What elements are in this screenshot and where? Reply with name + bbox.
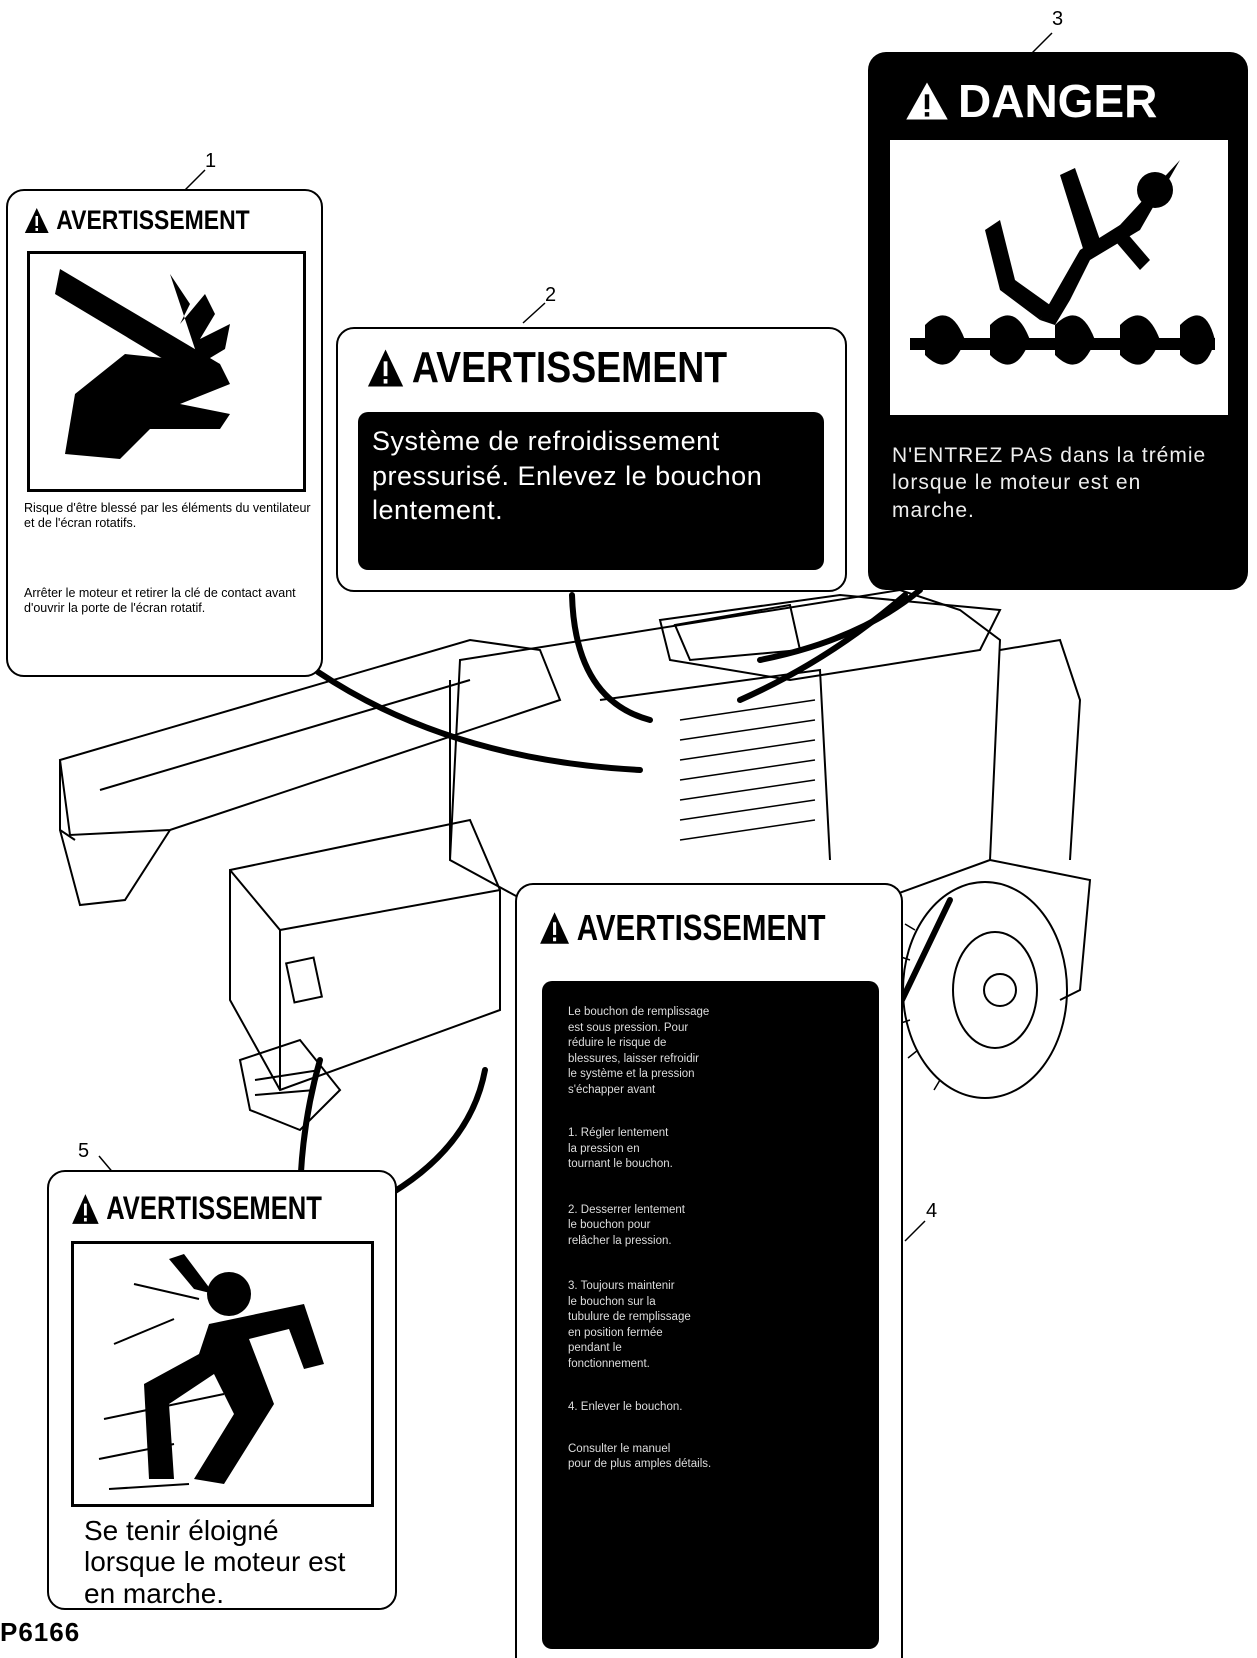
label-4-step-2: 2. Desserrer lentement le bouchon pour r… [568,1203,853,1250]
warning-label-5: AVERTISSEMENT Se tenir éloigné lorsque l… [47,1170,397,1610]
label-5-message: Se tenir éloigné lorsque le moteur est e… [84,1515,374,1609]
warning-label-4: AVERTISSEMENT Le bouchon de remplissage … [515,883,903,1658]
auger-entanglement-pictogram [890,140,1228,415]
callout-3: 3 [1052,8,1063,31]
label-3-header: DANGER [904,74,1157,128]
warning-triangle-icon [71,1193,100,1225]
label-2-header: AVERTISSEMENT [366,343,727,393]
label-4-step-1: 1. Régler lentement la pression en tourn… [568,1126,853,1173]
callout-2: 2 [545,284,556,307]
warning-triangle-icon [904,81,950,121]
label-1-header: AVERTISSEMENT [24,205,250,236]
callout-5: 5 [78,1140,89,1163]
label-2-message: Système de refroidissement pressurisé. E… [358,412,824,570]
warning-triangle-icon [366,348,405,388]
callout-1: 1 [205,150,216,173]
label-4-step-4: 4. Enlever le bouchon. [568,1400,853,1416]
flying-debris-pictogram [71,1241,374,1507]
label-5-header: AVERTISSEMENT [71,1190,322,1227]
warning-triangle-icon [539,911,570,945]
figure-id: P6166 [0,1617,80,1648]
danger-label-3: DANGER N'ENTREZ PAS dans la trémie lorsq… [868,52,1248,590]
warning-triangle-icon [24,207,50,234]
label-3-message: N'ENTREZ PAS dans la trémie lorsque le m… [892,442,1228,524]
label-4-header: AVERTISSEMENT [539,907,825,949]
label-4-step-3: 3. Toujours maintenir le bouchon sur la … [568,1279,853,1372]
label-4-intro: Le bouchon de remplissage est sous press… [568,1005,853,1098]
hand-fan-hazard-pictogram [27,251,306,492]
label-4-instructions: Le bouchon de remplissage est sous press… [542,981,879,1649]
label-1-text-2: Arrêter le moteur et retirer la clé de c… [24,586,314,616]
warning-label-1: AVERTISSEMENT Risque d'être blessé par l… [6,189,323,677]
label-1-text-1: Risque d'être blessé par les éléments du… [24,501,314,531]
warning-label-2: AVERTISSEMENT Système de refroidissement… [336,327,847,592]
callout-4: 4 [926,1200,937,1223]
label-4-outro: Consulter le manuel pour de plus amples … [568,1442,853,1473]
